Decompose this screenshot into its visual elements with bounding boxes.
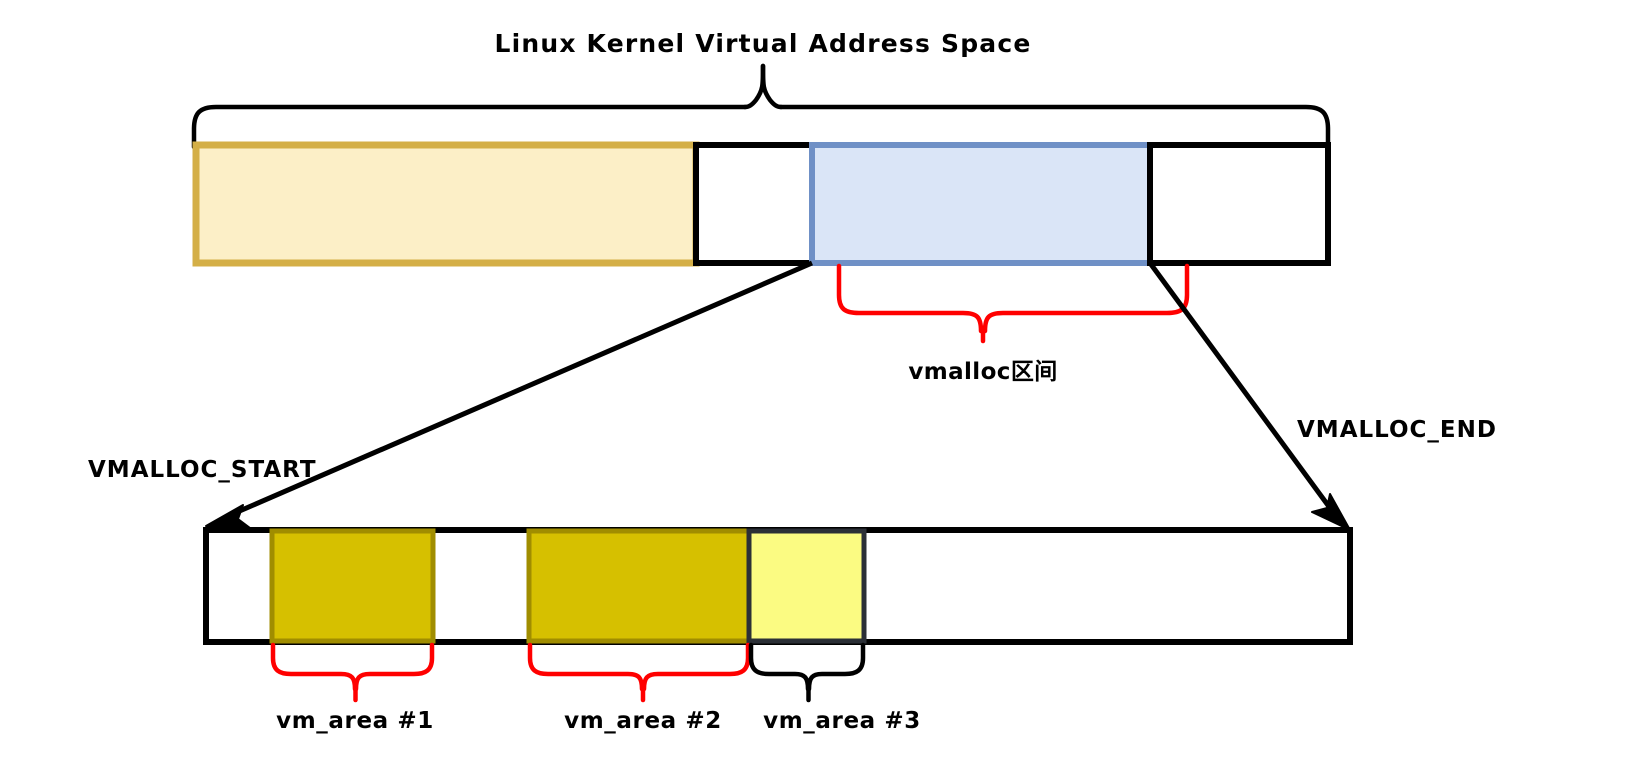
vm-area-2-brace <box>527 642 751 703</box>
vmalloc-brace-label: vmalloc区间 <box>908 359 1057 385</box>
top-bar <box>192 141 1331 267</box>
vm-area-2-label: vm_area #2 <box>564 708 722 734</box>
vm-area-1-brace <box>270 642 435 703</box>
vmalloc-brace <box>836 263 1190 344</box>
vmalloc-start-label: VMALLOC_START <box>88 457 317 483</box>
top-bar-region-lowmem <box>192 141 700 267</box>
vm-area-1-label: vm_area #1 <box>276 708 434 734</box>
vmalloc-start-pointer <box>205 260 813 529</box>
top-bar-region-vmalloc <box>809 142 1153 266</box>
top-bar-region-gap <box>693 142 815 266</box>
vmalloc-end-pointer <box>1147 261 1351 531</box>
bottom-bar <box>203 527 1353 645</box>
bottom-bar-region-vm-area-2 <box>526 528 752 644</box>
vm-area-3-label: vm_area #3 <box>763 708 921 734</box>
diagram-title: Linux Kernel Virtual Address Space <box>494 29 1031 58</box>
bottom-bar-region-vm-area-1 <box>269 528 436 644</box>
vmalloc-end-label: VMALLOC_END <box>1297 417 1497 443</box>
vm-area-3-brace <box>748 642 866 703</box>
top-bar-region-tail <box>1147 142 1331 266</box>
bottom-bar-region-vm-area-3 <box>746 528 867 644</box>
top-bracket <box>191 63 1331 150</box>
